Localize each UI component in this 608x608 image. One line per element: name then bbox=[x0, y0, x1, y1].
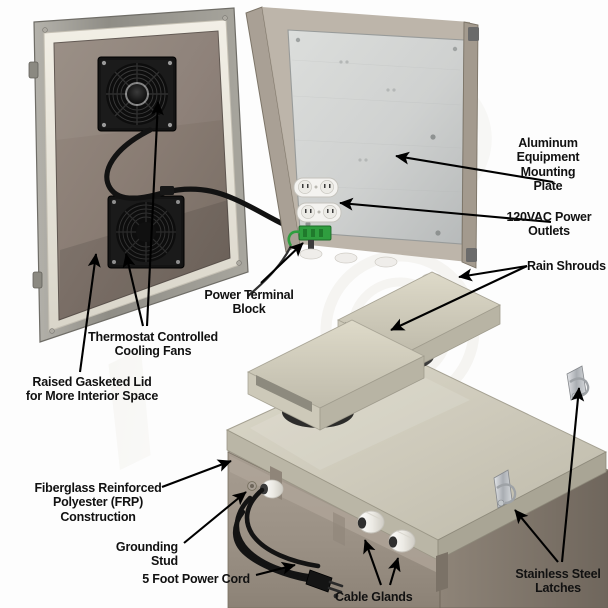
mounting-rib-right bbox=[436, 552, 448, 592]
power-terminal-block bbox=[287, 225, 332, 260]
cooling-fan-lower bbox=[107, 195, 185, 269]
arrow-cable-gland-2 bbox=[388, 557, 401, 586]
enclosure-lid-edge-right bbox=[437, 451, 607, 561]
arrow-power-cord bbox=[255, 561, 296, 577]
arrow-rain-shroud-front bbox=[390, 265, 528, 331]
fan-connector bbox=[160, 186, 174, 195]
arrow-aluminum-plate bbox=[395, 151, 554, 184]
cable-gland-1 bbox=[357, 510, 385, 534]
lid-hinge-lower bbox=[466, 248, 477, 262]
arrow-rain-shroud-rear bbox=[458, 264, 528, 282]
callout-power-terminal-block: Power Terminal Block bbox=[204, 288, 294, 317]
callout-fiberglass-reinforced-polyester-construction: Fiberglass Reinforced Polyester (FRP) Co… bbox=[34, 481, 162, 524]
callout-aluminum-equipment-mounting-plate: Aluminum Equipment Mounting Plate bbox=[516, 136, 580, 193]
arrow-latch-lower bbox=[514, 509, 559, 563]
callout-5-foot-power-cord: 5 Foot Power Cord bbox=[142, 572, 250, 586]
power-cord-plug bbox=[305, 569, 344, 599]
arrow-cable-gland-1 bbox=[363, 539, 382, 586]
callout-120vac-power-outlets: 120VAC Power Outlets bbox=[506, 210, 592, 239]
arrow-terminal-block bbox=[260, 242, 304, 284]
arrow-frp-construction bbox=[161, 459, 232, 488]
callout-grounding-stud: Grounding Stud bbox=[115, 540, 178, 569]
standoff-2 bbox=[374, 256, 398, 268]
lid-hinge-upper bbox=[468, 27, 479, 41]
power-outlet-upper bbox=[293, 177, 339, 198]
fan-wiring-harness bbox=[104, 127, 295, 231]
arrow-latch-upper bbox=[560, 387, 585, 563]
arrow-cooling-fan-lower bbox=[122, 253, 145, 327]
callout-thermostat-controlled-cooling-fans: Thermostat Controlled Cooling Fans bbox=[88, 330, 218, 359]
cooling-fan-upper bbox=[97, 56, 177, 132]
standoff-1 bbox=[334, 252, 358, 264]
cable-gland-2 bbox=[388, 529, 416, 553]
callout-rain-shrouds: Rain Shrouds bbox=[527, 259, 606, 273]
door-hinge-bottom bbox=[32, 271, 43, 289]
grounding-stud bbox=[247, 481, 257, 491]
arrow-120vac-outlets bbox=[339, 197, 552, 224]
rain-shroud-front bbox=[246, 319, 426, 431]
door-hinge-top bbox=[28, 61, 39, 79]
callout-stainless-steel-latches: Stainless Steel Latches bbox=[515, 567, 601, 596]
power-outlet-lower bbox=[296, 202, 342, 223]
enclosure-assembly-closed bbox=[225, 271, 608, 608]
arrow-grounding-stud bbox=[183, 491, 247, 544]
callout-arrows bbox=[78, 101, 585, 586]
callout-raised-gasketed-lid: Raised Gasketed Lid for More Interior Sp… bbox=[25, 375, 159, 404]
callout-cable-glands: Cable Glands bbox=[335, 590, 413, 604]
arrow-gasketed-lid bbox=[78, 253, 101, 373]
arrow-cooling-fan-upper bbox=[145, 101, 164, 327]
stainless-steel-latch-lower bbox=[493, 469, 517, 509]
enclosure-back-with-mounting-plate bbox=[245, 6, 479, 297]
mounting-rib-center bbox=[333, 512, 345, 546]
